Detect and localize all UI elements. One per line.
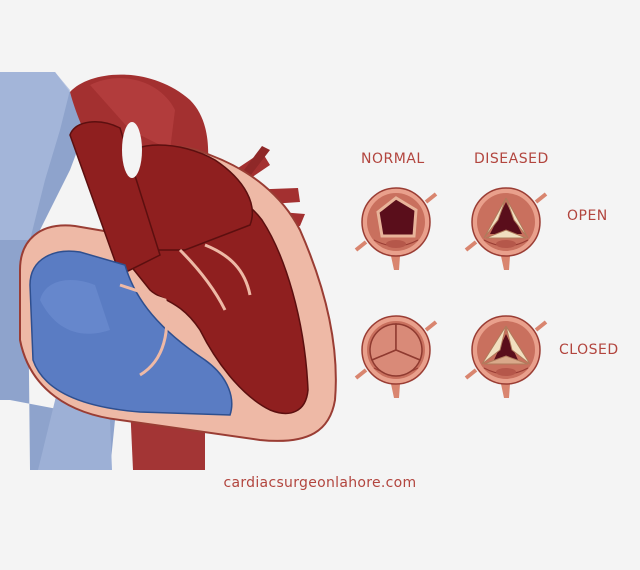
valve-normal-closed-icon xyxy=(354,314,438,400)
heart-cross-section-illustration xyxy=(0,72,337,470)
left-atrium xyxy=(124,144,254,251)
label-closed: CLOSED xyxy=(559,342,619,358)
valve-diseased-closed-icon xyxy=(464,314,548,400)
label-normal: NORMAL xyxy=(361,151,425,167)
label-open: OPEN xyxy=(567,208,608,224)
valve-diseased-open-icon xyxy=(464,186,548,272)
valve-normal-open-icon xyxy=(354,186,438,272)
website-credit: cardiacsurgeonlahore.com xyxy=(223,475,417,491)
label-diseased: DISEASED xyxy=(474,151,549,167)
